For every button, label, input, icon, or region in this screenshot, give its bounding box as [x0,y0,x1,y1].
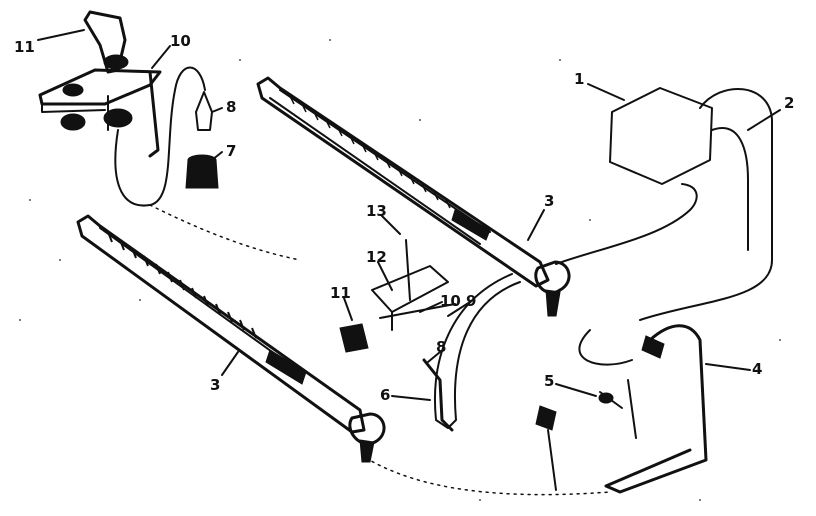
flue-pipe [578,88,773,366]
callout-2: 2 [784,94,794,112]
callout-4: 4 [752,360,762,378]
bracket [598,324,708,494]
valve-assembly [339,239,557,491]
upper-burner [256,76,571,317]
callout-11-top: 11 [14,38,35,56]
leader-lines [37,29,781,401]
callout-3-upper: 3 [544,192,554,210]
orifice-parts [185,91,219,189]
callout-11-mid: 11 [330,284,351,302]
callouts: 11 10 8 7 1 2 3 3 4 5 6 13 12 11 10 9 8 [14,32,794,404]
callout-12: 12 [366,248,387,266]
callout-1: 1 [574,70,584,88]
callout-8-mid: 8 [436,338,446,356]
callout-6: 6 [380,386,390,404]
pilot-assembly [38,10,206,207]
callout-5: 5 [544,372,554,390]
callout-10-mid: 10 [440,292,461,310]
callout-13: 13 [366,202,387,220]
callout-7: 7 [226,142,236,160]
lower-burner [76,214,386,463]
callout-9: 9 [466,292,476,310]
callout-8-top: 8 [226,98,236,116]
callout-3-lower: 3 [210,376,220,394]
callout-10-top: 10 [170,32,191,50]
scan-speckles [19,39,781,501]
control-box [555,87,713,265]
